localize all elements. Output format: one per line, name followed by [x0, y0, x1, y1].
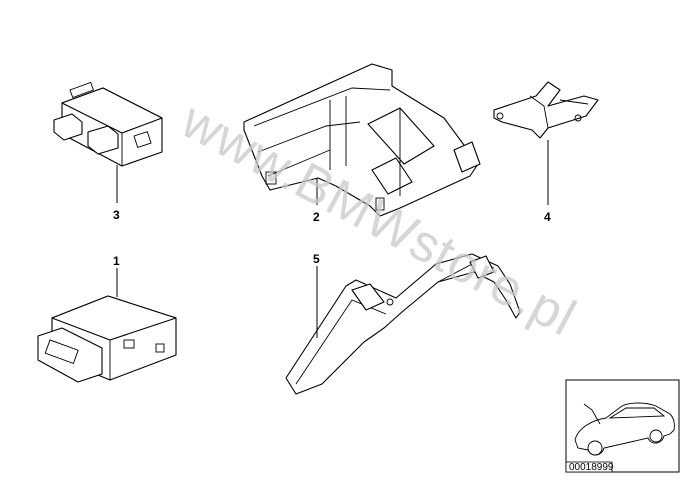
callout-2: 2	[313, 210, 320, 224]
part-1-control-unit[interactable]	[37, 295, 177, 383]
callout-3: 3	[113, 208, 120, 222]
callout-4: 4	[544, 210, 551, 224]
callout-5: 5	[313, 252, 320, 266]
callout-1: 1	[113, 254, 120, 268]
vehicle-thumbnail: 00018999	[565, 379, 680, 473]
part-5-long-bracket[interactable]	[285, 253, 521, 395]
part-2-carrier-bracket[interactable]	[243, 63, 481, 217]
car-outline-icon	[574, 402, 675, 456]
thumbnail-reference: 00018999	[569, 462, 614, 473]
part-4-holder[interactable]	[493, 81, 599, 139]
part-3-control-unit[interactable]	[53, 81, 163, 167]
